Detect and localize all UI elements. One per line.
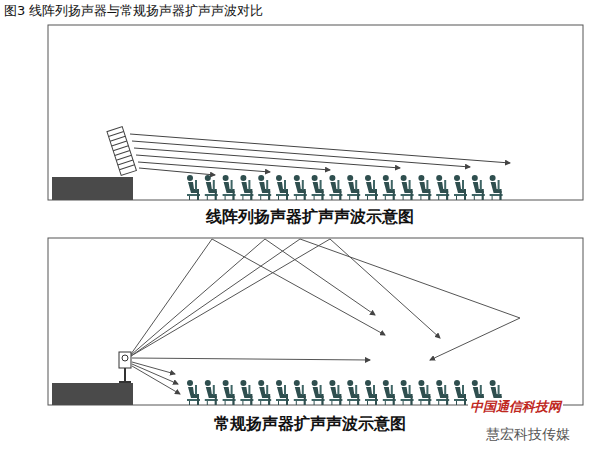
audience-seat: [472, 175, 485, 200]
audience-seat: [347, 380, 360, 405]
audience-seat: [383, 380, 396, 405]
audience-seat: [205, 380, 218, 405]
audience-seat: [329, 380, 342, 405]
audience-seat: [276, 175, 289, 200]
diagram-caption: 线阵列扬声器扩声声波示意图: [206, 207, 414, 228]
audience-seat: [454, 175, 467, 200]
audience-seat: [418, 175, 431, 200]
audience-seat: [436, 175, 449, 200]
audience-seat: [187, 175, 200, 200]
watermark: 慧宏科技传媒: [484, 426, 572, 444]
audience-seat: [258, 175, 271, 200]
audience-seat: [436, 380, 449, 405]
audience-seat: [276, 380, 289, 405]
audience-seat: [240, 380, 253, 405]
audience-seat: [365, 175, 378, 200]
audience-seat: [383, 175, 396, 200]
audience-seat: [223, 175, 236, 200]
audience-seat: [223, 380, 236, 405]
audience-seat: [240, 175, 253, 200]
diagram-caption: 常规扬声器扩声声波示意图: [214, 414, 406, 435]
watermark: 中国通信科技网: [468, 398, 563, 416]
audience-seat: [205, 175, 218, 200]
audience-seat: [294, 175, 307, 200]
audience-seat: [329, 175, 342, 200]
audience-seat: [312, 175, 325, 200]
figure-title: 图3 线阵列扬声器与常规扬声器扩声声波对比: [4, 2, 263, 20]
audience-seat: [418, 380, 431, 405]
audience-seat: [365, 380, 378, 405]
audience-seat: [401, 175, 414, 200]
audience-seat: [187, 380, 200, 405]
audience-seat: [454, 380, 467, 405]
audience-seat: [490, 175, 503, 200]
audience-seat: [294, 380, 307, 405]
audience-seat: [312, 380, 325, 405]
audience-seat: [258, 380, 271, 405]
audience-seat: [401, 380, 414, 405]
audience-seat: [347, 175, 360, 200]
